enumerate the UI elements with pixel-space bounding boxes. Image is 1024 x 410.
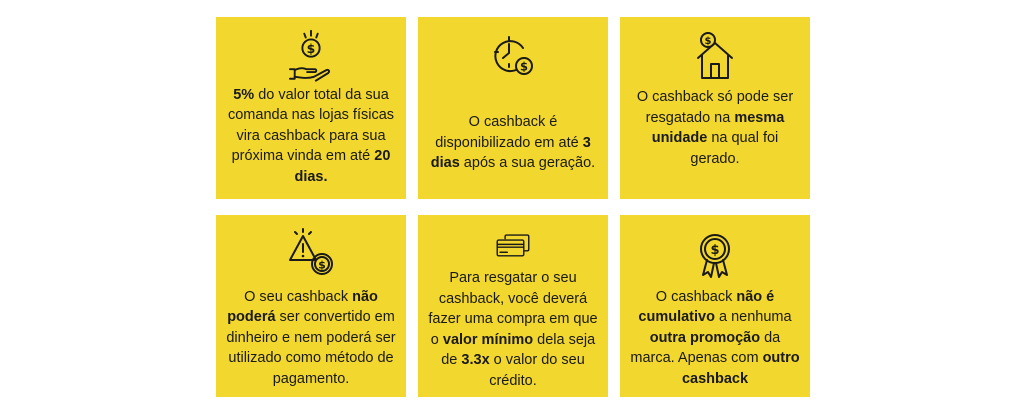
info-card-not-cumulative: $ O cashback não é cumulativo a nenhuma … bbox=[620, 215, 810, 397]
highlight-text: 3 dias bbox=[430, 134, 591, 172]
highlight-text: mesma unidade bbox=[651, 109, 785, 147]
svg-text:$: $ bbox=[710, 243, 719, 258]
card-text: O seu cashback não poderá ser convertido… bbox=[216, 285, 406, 397]
info-card-availability-time: $ O cashback é disponibilizado em até 3 … bbox=[418, 17, 608, 199]
clock-coin-icon: $ bbox=[494, 36, 533, 75]
hand-coin-icon: $ bbox=[288, 29, 330, 82]
info-card-same-unit: $ O cashback só pode ser resgatado na me… bbox=[620, 17, 810, 199]
credit-card-icon bbox=[496, 234, 530, 257]
info-card-no-conversion: $ O seu cashback não poderá ser converti… bbox=[216, 215, 406, 397]
highlight-text: 20 dias. bbox=[294, 148, 391, 185]
body-text: O seu cashback bbox=[244, 288, 353, 305]
card-text: 5% do valor total da sua comanda nas loj… bbox=[216, 85, 406, 200]
card-paragraph: Para resgatar o seu cashback, você dever… bbox=[428, 268, 598, 391]
body-text: O cashback só pode ser resgatado na bbox=[636, 89, 794, 126]
highlight-text: valor mínimo bbox=[442, 331, 534, 348]
highlight-text: 5% bbox=[233, 86, 255, 103]
body-text: na qual foi gerado. bbox=[690, 130, 779, 167]
card-paragraph: 5% do valor total da sua comanda nas loj… bbox=[226, 85, 396, 188]
card-text: O cashback é disponibilizado em até 3 di… bbox=[418, 87, 608, 199]
info-card-cashback-percentage: $ 5% do valor total da sua comanda nas l… bbox=[216, 17, 406, 199]
house-coin-icon: $ bbox=[697, 32, 733, 79]
highlight-text: não poderá bbox=[227, 288, 378, 326]
svg-text:$: $ bbox=[520, 60, 528, 74]
highlight-text: não é cumulativo bbox=[638, 288, 775, 326]
highlight-text: outro cashback bbox=[681, 350, 800, 387]
card-text: O cashback só pode ser resgatado na mesm… bbox=[620, 87, 810, 199]
body-text: a nenhuma bbox=[714, 309, 792, 326]
card-text: Para resgatar o seu cashback, você dever… bbox=[418, 268, 608, 397]
award-badge-icon: $ bbox=[700, 234, 730, 278]
body-text: O cashback é disponibilizado em até bbox=[435, 114, 583, 151]
body-text: após a sua geração. bbox=[459, 155, 596, 172]
body-text: O cashback bbox=[655, 288, 737, 305]
highlight-text: 3.3x bbox=[461, 352, 490, 368]
body-text: Para resgatar o seu cashback, você dever… bbox=[428, 270, 598, 348]
warning-coin-icon: $ bbox=[289, 228, 333, 275]
svg-text:$: $ bbox=[318, 259, 326, 272]
highlight-text: outra promoção bbox=[649, 329, 761, 346]
info-card-minimum-purchase: Para resgatar o seu cashback, você dever… bbox=[418, 215, 608, 397]
svg-text:$: $ bbox=[705, 36, 712, 47]
card-text: O cashback não é cumulativo a nenhuma ou… bbox=[620, 285, 810, 397]
body-text: dela seja de bbox=[441, 331, 596, 369]
svg-text:$: $ bbox=[307, 41, 316, 56]
body-text: da marca. Apenas com bbox=[630, 329, 781, 367]
body-text: ser convertido em dinheiro e nem poderá … bbox=[226, 309, 396, 387]
card-paragraph: O cashback não é cumulativo a nenhuma ou… bbox=[630, 287, 800, 390]
card-paragraph: O cashback é disponibilizado em até 3 di… bbox=[428, 112, 598, 174]
body-text: do valor total da sua comanda nas lojas … bbox=[227, 86, 395, 165]
body-text: o valor do seu crédito. bbox=[489, 352, 585, 389]
card-paragraph: O seu cashback não poderá ser convertido… bbox=[226, 287, 396, 390]
card-paragraph: O cashback só pode ser resgatado na mesm… bbox=[630, 87, 800, 169]
